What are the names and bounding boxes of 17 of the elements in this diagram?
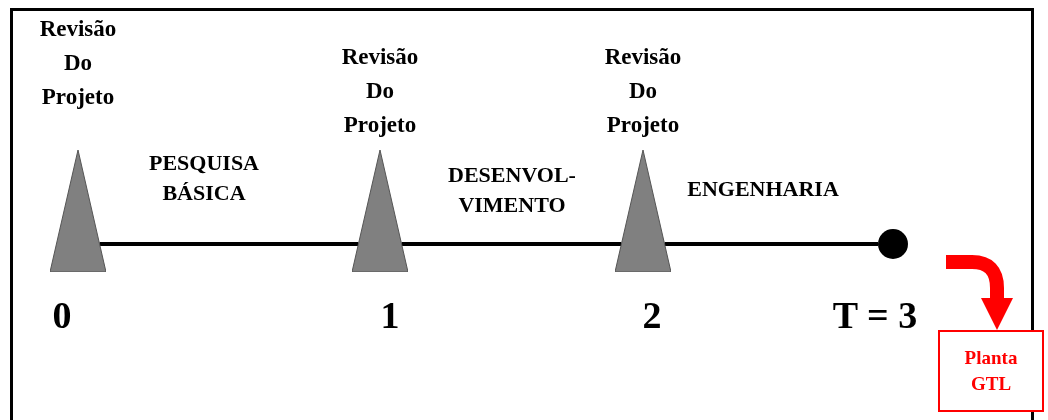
timeline-line	[664, 242, 878, 246]
end-dot	[878, 229, 908, 259]
edge-label: ENGENHARIA	[686, 175, 840, 203]
edge-label: DESENVOL- VIMENTO	[447, 161, 577, 219]
result-box	[938, 330, 1044, 412]
milestone-number: 1	[380, 295, 400, 335]
milestone-heading: Revisão Do Projeto	[340, 43, 420, 139]
milestone-number: 2	[642, 295, 662, 335]
milestone-heading: Revisão Do Projeto	[603, 43, 683, 139]
edge-label: PESQUISA BÁSICA	[147, 149, 260, 207]
curved-arrow	[946, 255, 1013, 330]
timeline-line	[401, 242, 622, 246]
timeline-line	[99, 242, 359, 246]
milestone-number: 0	[52, 295, 72, 335]
milestone-heading: Revisão Do Projeto	[38, 15, 118, 111]
milestone-number: T = 3	[832, 295, 918, 335]
result-text: Planta GTL	[963, 346, 1019, 396]
